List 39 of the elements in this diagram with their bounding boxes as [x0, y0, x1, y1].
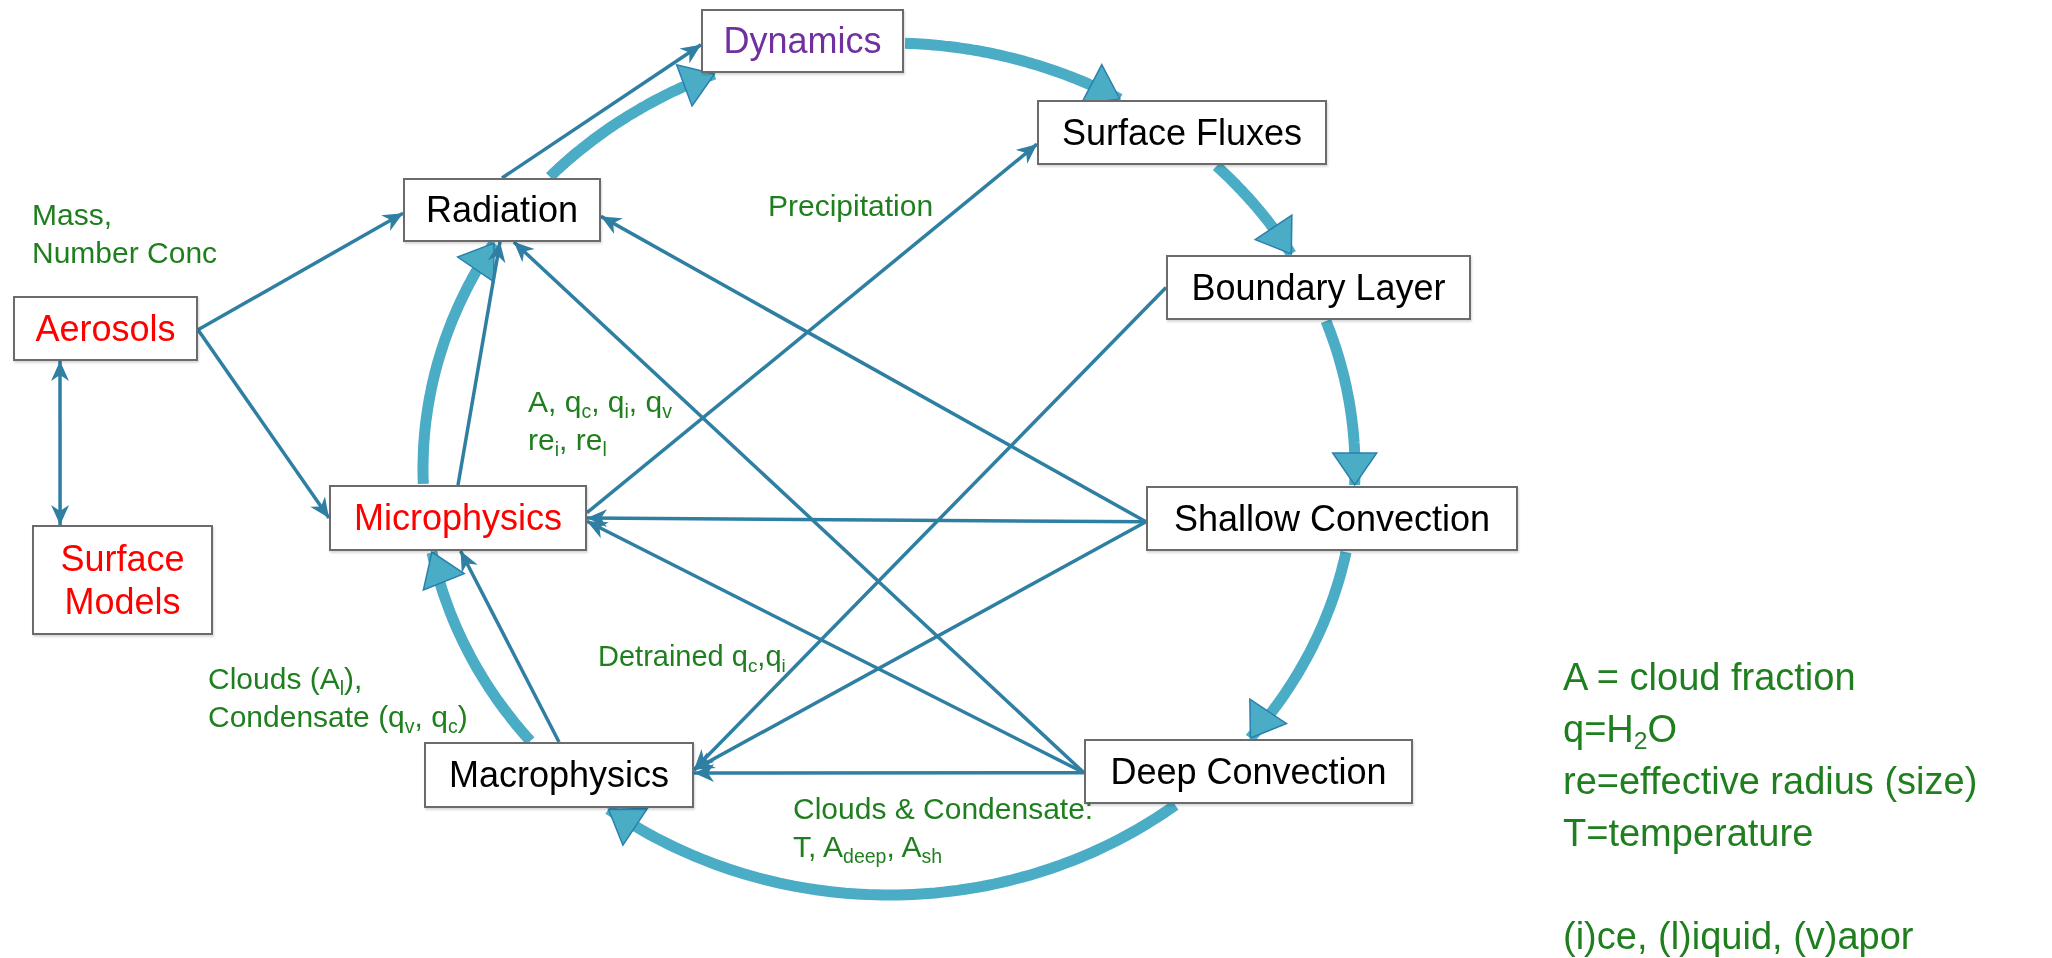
arrow: [197, 211, 404, 332]
process-box: [13, 296, 198, 361]
process-box: [1037, 100, 1327, 165]
arrow: [587, 509, 1146, 528]
box-label: Microphysics: [353, 496, 562, 540]
double-arrow: [51, 361, 70, 525]
process-box: [1146, 486, 1518, 551]
arrow: [456, 241, 506, 486]
process-box: [424, 742, 694, 808]
process-box: [701, 9, 904, 73]
annotation-text: Precipitation: [768, 188, 934, 224]
box-label: Surface Models: [59, 536, 186, 624]
box-label: Boundary Layer: [1191, 265, 1446, 310]
annotation-text: A, q$_{c}$, q$_{i}$, q$_{v}$ re$_{i}$, re$_{l}$: [528, 384, 673, 458]
annotation-text: Clouds (A$_{l}$), Condensate (q$_{v}$, q$_{c}$): [208, 661, 469, 735]
note-text: (i)ce, (l)iquid, (v)apor: [1563, 914, 1914, 958]
note-text: re=effective radius (size): [1563, 759, 1978, 804]
box-label: Radiation: [425, 188, 579, 232]
arrow: [693, 520, 1147, 772]
annotation-text: Detrained q$_{c}$,q$_{i}$: [598, 639, 786, 675]
arrow: [694, 764, 1084, 782]
box-label: Shallow Convection: [1173, 496, 1491, 541]
arrow: [459, 550, 561, 743]
box-label: Dynamics: [723, 19, 882, 63]
note-text: T=temperature: [1563, 811, 1814, 856]
annotation-text: Clouds & Condensate: T, A$_{deep}$, A$_{sh}$: [793, 791, 1095, 865]
cycle-arrow: [546, 64, 717, 181]
process-box: [1166, 255, 1471, 320]
process-box: [403, 178, 601, 242]
process-box: [329, 485, 587, 551]
box-label: Macrophysics: [448, 753, 670, 797]
box-label: Aerosols: [35, 306, 176, 351]
note-text: q=H$_{2}$O: [1563, 707, 1678, 754]
note-text: A = cloud fraction: [1563, 655, 1856, 700]
annotation-text: Mass, Number Conc: [32, 197, 219, 271]
process-box: [32, 525, 213, 635]
arrow: [501, 43, 702, 180]
box-label: Deep Convection: [1110, 749, 1387, 794]
box-label: Surface Fluxes: [1061, 110, 1303, 155]
